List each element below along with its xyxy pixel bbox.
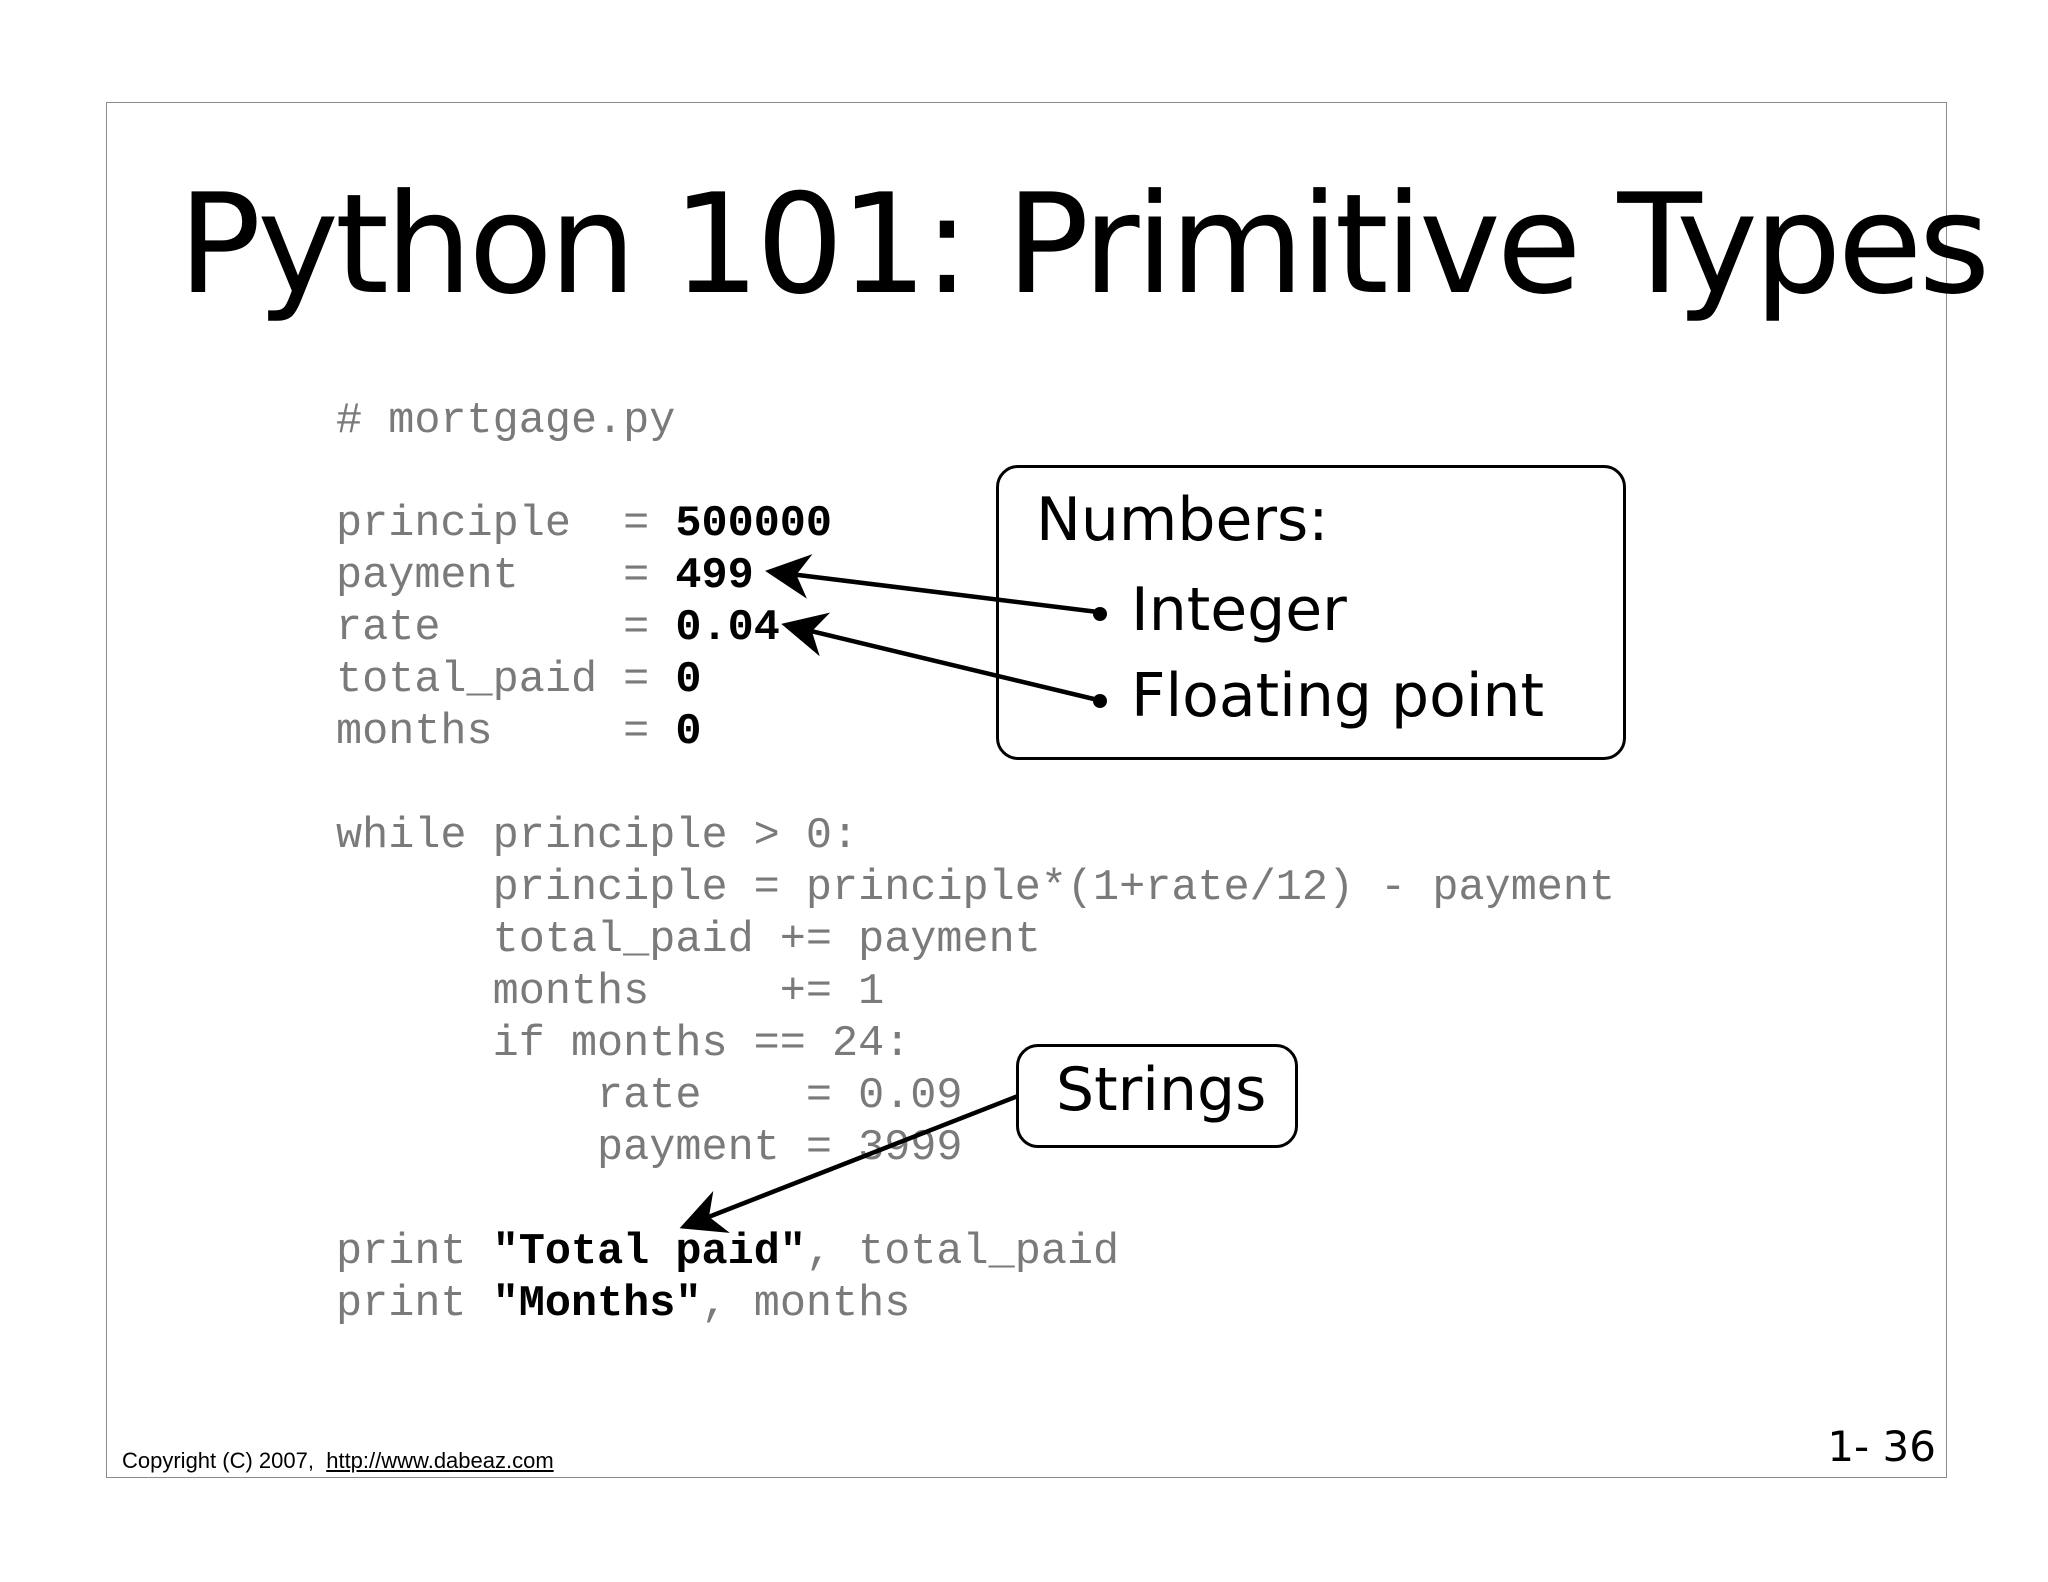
slide-title: Python 101: Primitive Types <box>178 164 1990 325</box>
code-line-months: months = 0 <box>336 708 702 757</box>
code-line-total-paid: total_paid = 0 <box>336 656 702 705</box>
arrow-float <box>781 612 1099 703</box>
code-comment: # mortgage.py <box>336 397 676 446</box>
numbers-callout-integer: Integer <box>1131 575 1347 645</box>
code-line-while: while principle > 0: <box>336 812 859 861</box>
code-line-principle: principle = 500000 <box>336 500 833 549</box>
arrow-integer <box>765 554 1099 615</box>
code-line-rate-update: rate = 0.09 <box>336 1072 963 1121</box>
code-line-months-update: months += 1 <box>336 968 885 1017</box>
code-line-principle-update: principle = principle*(1+rate/12) - paym… <box>336 864 1616 913</box>
code-line-total-paid-update: total_paid += payment <box>336 916 1041 965</box>
arrow-strings <box>679 1093 1019 1233</box>
code-line-print-months: print "Months", months <box>336 1280 911 1329</box>
slide-frame <box>106 102 1947 1478</box>
footer-copyright: Copyright (C) 2007, http://www.dabeaz.co… <box>122 1448 554 1473</box>
code-line-payment: payment = 499 <box>336 552 754 601</box>
code-line-print-total: print "Total paid", total_paid <box>336 1228 1120 1277</box>
code-line-rate: rate = 0.04 <box>336 604 780 653</box>
numbers-callout-heading: Numbers: <box>1036 485 1329 555</box>
numbers-callout-float: Floating point <box>1131 661 1545 731</box>
code-line-if: if months == 24: <box>336 1020 911 1069</box>
footer-link[interactable]: http://www.dabeaz.com <box>326 1448 554 1473</box>
strings-callout <box>1016 1044 1298 1148</box>
code-line-payment-update: payment = 3999 <box>336 1124 963 1173</box>
strings-callout-label: Strings <box>1056 1055 1267 1125</box>
page-number: 1- 36 <box>1827 1422 1936 1471</box>
